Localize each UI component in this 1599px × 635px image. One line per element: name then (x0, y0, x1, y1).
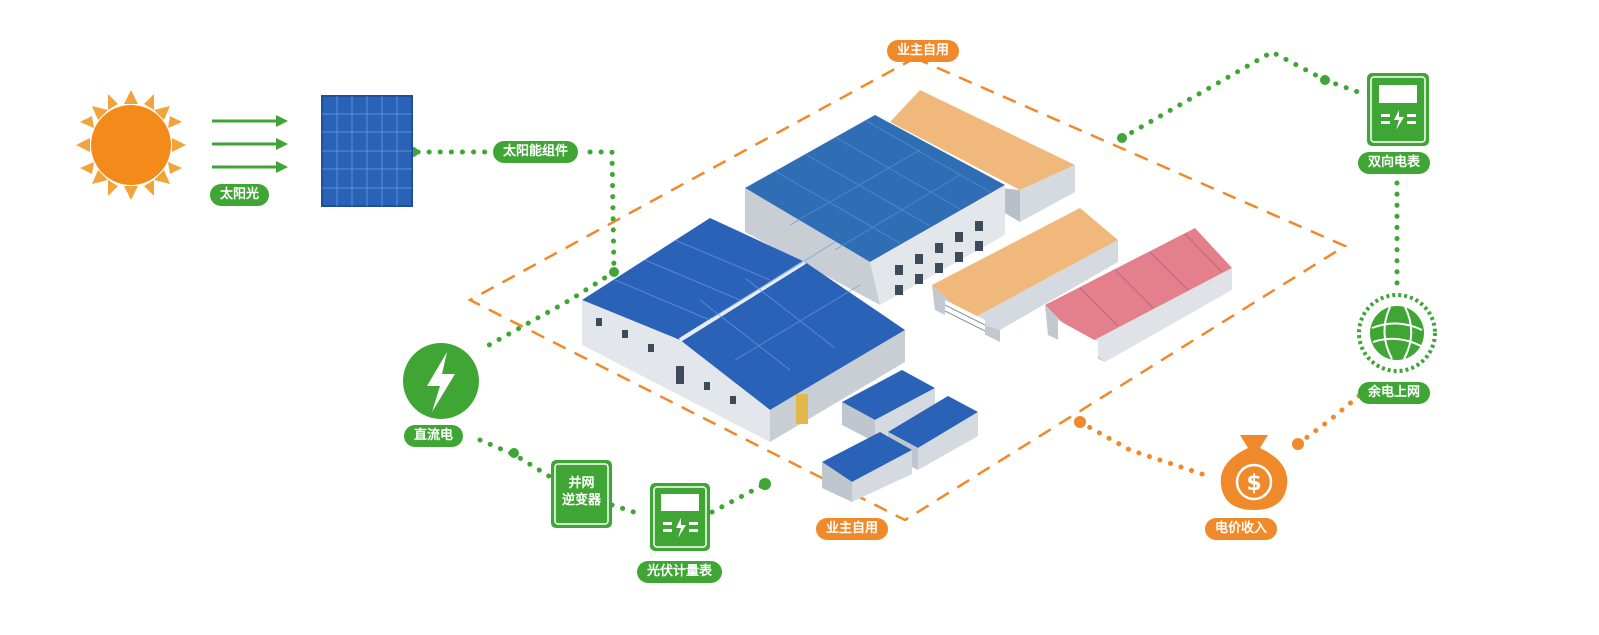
power-flow-lines (415, 49, 1400, 517)
income-flow-lines (1077, 392, 1363, 479)
bidirectional-meter-icon (1367, 73, 1429, 146)
sun-icon (76, 90, 186, 200)
inverter-box (551, 460, 612, 528)
label-pv-meter: 光伏计量表 (637, 561, 723, 583)
lightning-icon (403, 343, 479, 419)
label-self-use-bottom: 业主自用 (816, 518, 889, 540)
factory-buildings (582, 90, 1232, 502)
meter-icon (650, 483, 710, 551)
label-solar-module: 太阳能组件 (493, 141, 579, 163)
arrow-right-icon (212, 115, 288, 173)
svg-text:$: $ (1246, 471, 1261, 496)
solar-panel-icon (321, 95, 413, 207)
label-inverter-line1: 并网 (568, 476, 595, 491)
label-sunlight: 太阳光 (210, 184, 270, 206)
money-bag-icon: $ (1220, 435, 1288, 510)
label-grid-feed: 余电上网 (1358, 382, 1431, 404)
globe-icon (1357, 293, 1437, 373)
label-dc-power: 直流电 (404, 425, 464, 447)
self-use-boundary (467, 56, 1348, 522)
label-bidirectional-meter: 双向电表 (1358, 152, 1431, 174)
label-inverter-line2: 逆变器 (561, 493, 601, 508)
label-electricity-income: 电价收入 (1205, 518, 1278, 540)
label-self-use-top: 业主自用 (887, 40, 960, 62)
income-joint-dots (1074, 416, 1304, 450)
label-inverter: 并网 逆变器 (551, 475, 612, 509)
